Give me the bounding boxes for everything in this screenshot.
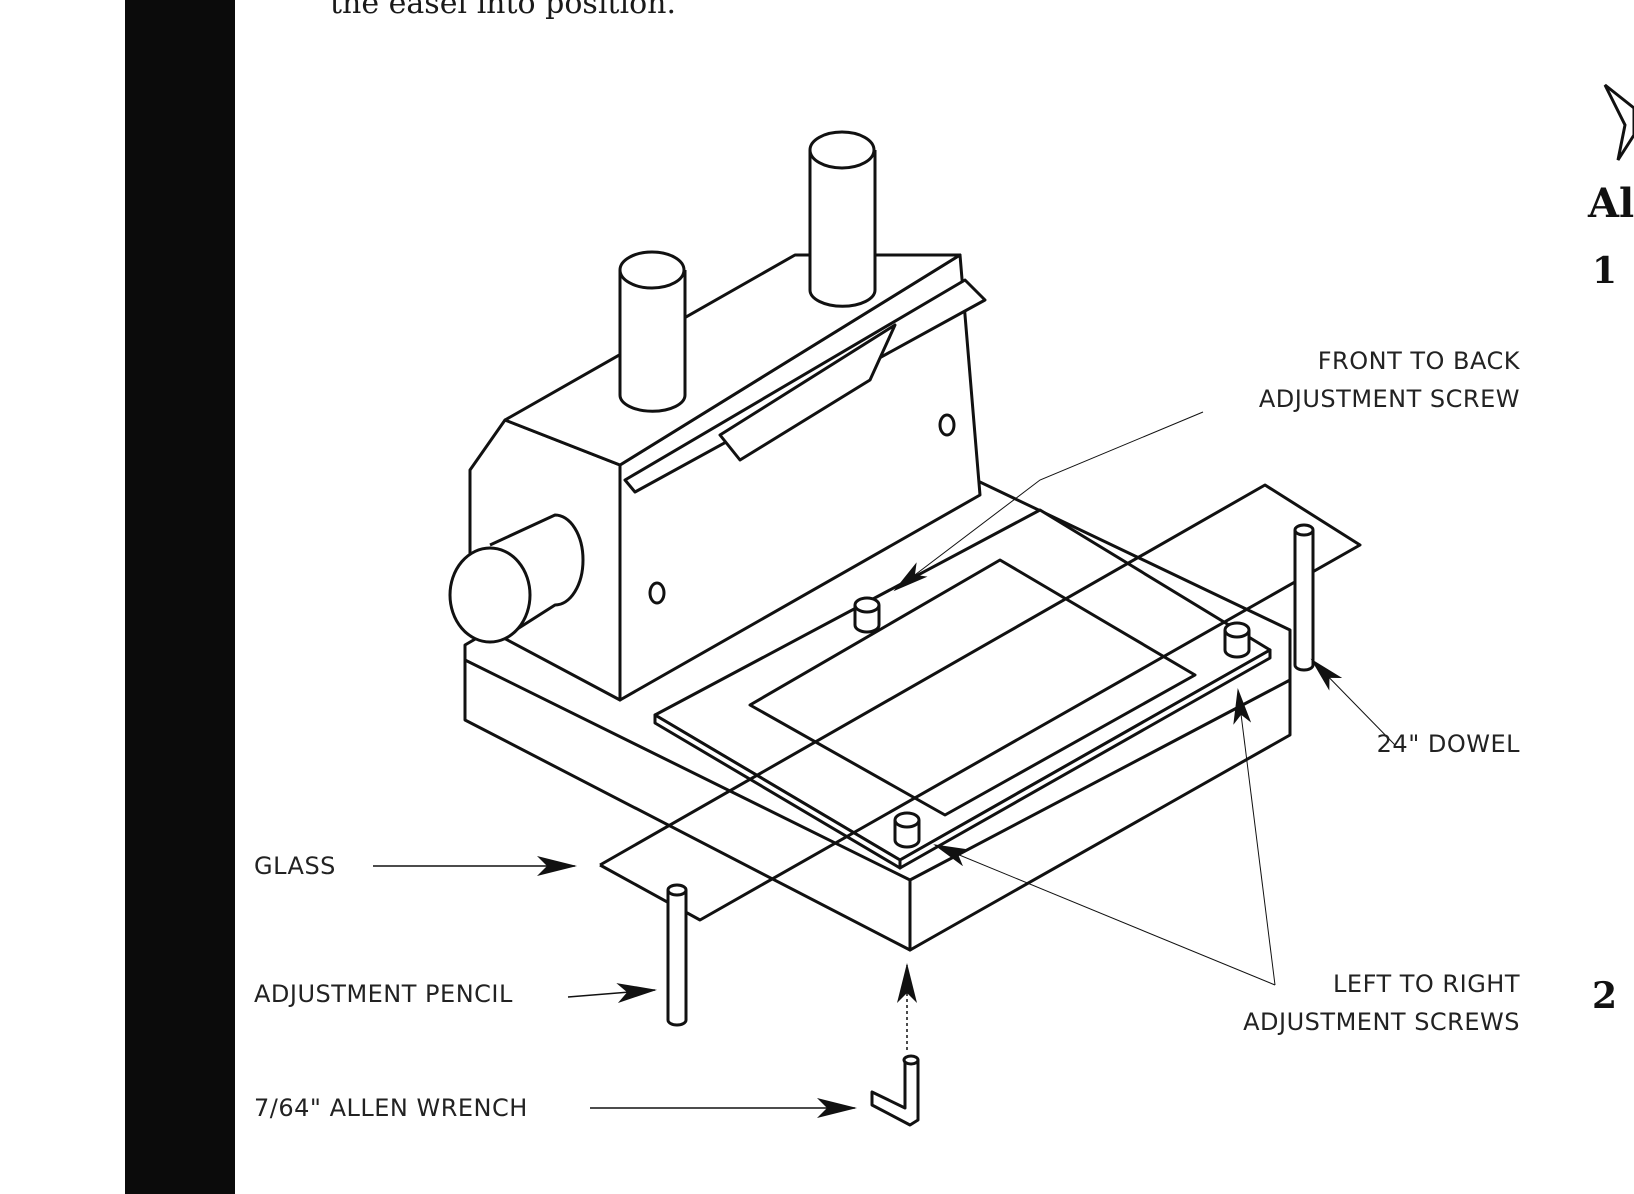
front-to-back-label-line1: FRONT TO BACK: [1317, 347, 1520, 375]
pencil-arrow: [567, 983, 657, 1004]
enlarger-drawing: [448, 130, 1362, 1127]
top-cylinders: [618, 130, 877, 413]
step-number-1: 1: [1592, 250, 1618, 292]
step-number-2: 2: [1592, 975, 1618, 1017]
adjustment-pencil: [666, 883, 688, 1027]
allen-wrench-label: 7/64" ALLEN WRENCH: [254, 1094, 528, 1122]
front-to-back-label-line2: ADJUSTMENT SCREW: [1258, 385, 1520, 413]
dowel-arrow: [1310, 658, 1396, 746]
pencil-label: ADJUSTMENT PENCIL: [254, 980, 513, 1008]
dowel: [1293, 523, 1315, 672]
leader-lines: [373, 411, 1396, 1118]
left-right-arrow-1: [933, 844, 1276, 986]
header-text: the easel into position.: [330, 0, 676, 21]
front-to-back-arrow: [893, 411, 1204, 592]
allen-wrench: [870, 1054, 920, 1127]
adjustment-screws: [853, 596, 1251, 849]
left-right-label-line1: LEFT TO RIGHT: [1333, 970, 1520, 998]
glass-label: GLASS: [254, 852, 336, 880]
page-edge-bar: [125, 0, 235, 1194]
side-knob: [448, 513, 585, 644]
side-section-heading: Al: [1588, 180, 1634, 227]
left-right-label-line2: ADJUSTMENT SCREWS: [1243, 1008, 1520, 1036]
dowel-label: 24" DOWEL: [1376, 730, 1520, 758]
left-right-arrow-2: [1233, 688, 1276, 986]
easel-board: [653, 508, 1272, 870]
